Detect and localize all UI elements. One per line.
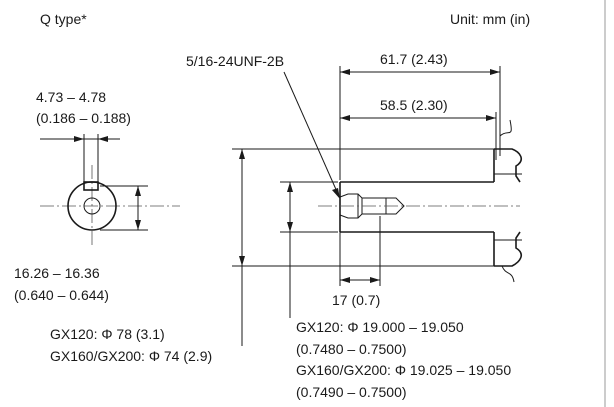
key-height-mm: 16.26 – 16.36 — [14, 265, 100, 281]
shaft-dia-arrow-top — [287, 182, 293, 192]
key-height-in: (0.640 – 0.644) — [14, 287, 109, 303]
pcd-arrow-bottom — [239, 256, 245, 266]
pcd-arrow-top — [239, 149, 245, 159]
keyway-width-in: (0.186 – 0.188) — [36, 110, 131, 126]
diameter-notes: GX120: Φ 78 (3.1) GX160/GX200: Φ 74 (2.9… — [50, 319, 511, 400]
depth-arrow-right — [370, 277, 380, 283]
thread-depth-label: 17 (0.7) — [332, 292, 380, 308]
length-inner-label: 58.5 (2.30) — [380, 97, 448, 113]
side-view: 5/16-24UNF-2B 61.7 (2.43) 58.5 (2.30) — [186, 51, 523, 346]
keyway-arrow-left — [74, 136, 84, 142]
length-inner-arrow-right — [486, 115, 496, 121]
length-outer-arrow-right — [490, 69, 500, 75]
depth-arrow-left — [340, 277, 350, 283]
keyway-width-mm: 4.73 – 4.78 — [36, 89, 106, 105]
unit-label: Unit: mm (in) — [450, 11, 530, 27]
shaft-note-line3: GX160/GX200: Φ 19.025 – 19.050 — [296, 362, 511, 378]
length-outer-label: 61.7 (2.43) — [380, 51, 448, 67]
threaded-hole-circle — [83, 197, 101, 215]
thread-leader-arrow — [332, 188, 340, 199]
housing-outline-bottom — [493, 231, 523, 267]
keyway-arrow-right — [98, 136, 108, 142]
pcd-note-line1: GX120: Φ 78 (3.1) — [50, 326, 165, 342]
end-view: 4.73 – 4.78 (0.186 – 0.188) 16.26 – 16.3… — [14, 89, 180, 303]
housing-break-bottom — [501, 265, 515, 283]
thread-leader-line — [283, 71, 339, 195]
shaft-note-line2: (0.7480 – 0.7500) — [296, 341, 407, 357]
thread-spec-label: 5/16-24UNF-2B — [186, 53, 284, 69]
shaft-note-line4: (0.7490 – 0.7500) — [296, 384, 407, 400]
shaft-note-line1: GX120: Φ 19.000 – 19.050 — [296, 319, 464, 335]
housing-outline-top — [493, 148, 523, 183]
key-height-arrow-bottom — [135, 220, 141, 230]
length-outer-arrow-left — [340, 69, 350, 75]
key-height-arrow-top — [135, 186, 141, 196]
housing-break-top — [499, 119, 512, 137]
type-label: Q type* — [40, 11, 87, 27]
pcd-note-line2: GX160/GX200: Φ 74 (2.9) — [50, 348, 212, 364]
keyway-slot — [83, 181, 99, 191]
threaded-bore — [339, 193, 405, 219]
length-inner-arrow-left — [340, 115, 350, 121]
shaft-dia-arrow-bottom — [287, 222, 293, 232]
